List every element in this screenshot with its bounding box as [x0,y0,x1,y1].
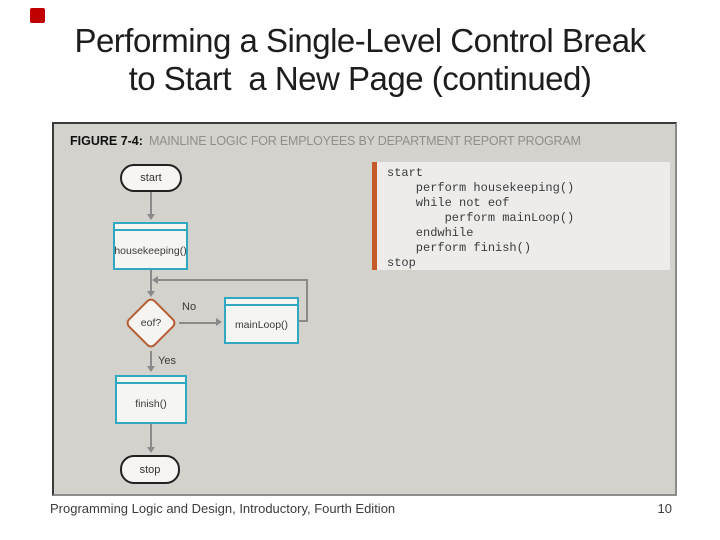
pseudocode-line: while not eof [387,196,510,210]
no-branch-label: No [182,301,197,313]
arrowhead-down-icon [147,214,155,220]
connector-eof-mainloop [179,322,216,324]
arrowhead-right-icon [216,318,222,326]
pseudocode-line: stop [387,256,416,270]
connector-eof-finish [150,351,152,366]
pseudocode-lines: start perform housekeeping() while not e… [387,166,574,271]
pseudocode-line: perform housekeeping() [387,181,575,195]
yes-branch-label: Yes [158,355,176,367]
pseudocode-line: perform mainLoop() [387,211,575,225]
arrowhead-left-icon [152,276,158,284]
figure-caption: FIGURE 7-4: MAINLINE LOGIC FOR EMPLOYEES … [70,132,581,150]
housekeeping-process-label: housekeeping() [114,244,187,257]
pseudocode-line: start [387,166,424,180]
slide-title-line-1: Performing a Single-Level Control Break [74,22,646,59]
connector-loopback-vertical [306,279,308,321]
flowchart-housekeeping-process: housekeeping() [113,222,188,270]
footer-page-number: 10 [657,501,672,516]
flowchart-start-terminal: start [120,164,182,192]
pseudocode-accent-bar [372,162,377,270]
slide-footer: Programming Logic and Design, Introducto… [50,501,672,516]
flowchart-finish-process: finish() [115,375,187,424]
predefined-process-stripe [115,224,186,231]
flowchart-mainloop-process: mainLoop() [224,297,299,344]
connector-finish-stop [150,424,152,447]
predefined-process-stripe [117,377,185,384]
footer-book-title: Programming Logic and Design, Introducto… [50,501,396,516]
pseudocode-box: start perform housekeeping() while not e… [372,162,670,270]
figure-panel: FIGURE 7-4: MAINLINE LOGIC FOR EMPLOYEES … [52,122,677,496]
arrowhead-down-icon [147,447,155,453]
connector-housekeeping-eof [150,270,152,291]
pseudocode-line: endwhile [387,226,474,240]
pseudocode-line: perform finish() [387,241,532,255]
flowchart-stop-terminal: stop [120,455,180,484]
predefined-process-stripe [226,299,297,306]
slide-title: Performing a Single-Level Control Break … [0,22,720,98]
start-terminal-label: start [140,172,162,184]
arrowhead-down-icon [147,366,155,372]
stop-terminal-label: stop [139,463,161,476]
connector-loopback-horizontal [158,279,308,281]
arrowhead-down-icon [147,291,155,297]
connector-loopback-stub [299,320,308,322]
eof-decision-label: eof? [140,317,162,329]
connector-start-housekeeping [150,192,152,214]
figure-caption-text: MAINLINE LOGIC FOR EMPLOYEES BY DEPARTME… [148,134,581,148]
slide-title-line-2: to Start a New Page (continued) [128,60,592,97]
mainloop-process-label: mainLoop() [234,319,289,331]
finish-process-label: finish() [135,398,167,410]
slide-accent-square [30,8,45,23]
figure-number-label: FIGURE 7-4: [70,134,143,148]
